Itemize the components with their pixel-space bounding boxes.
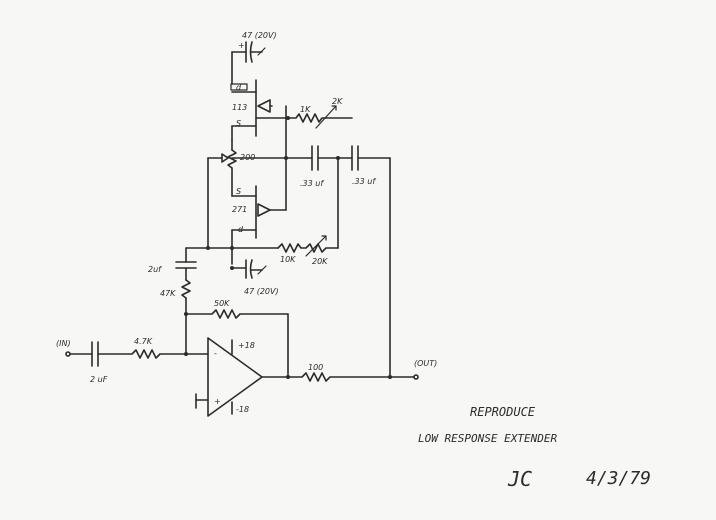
label-op-minus18: -18	[236, 405, 249, 414]
op-amp	[195, 337, 263, 417]
label-pot: 200	[240, 153, 255, 162]
label-r-20k: 20K	[312, 257, 328, 266]
label-out: (OUT)	[414, 359, 437, 368]
signature-initials: JC	[507, 467, 532, 491]
label-s-bot: S	[236, 187, 241, 196]
label-in: (IN)	[56, 339, 71, 348]
label-c-33b: .33 uf	[352, 177, 376, 186]
label-r-2k: 2K	[332, 97, 343, 106]
label-r-50k: 50K	[214, 299, 230, 308]
label-s-top: S	[236, 119, 241, 128]
label-d-bot: d	[238, 225, 244, 234]
label-r-4-7k: 4.7K	[134, 337, 153, 346]
label-c-bot: 47 (20V)	[244, 287, 279, 296]
transistor-113	[230, 79, 273, 141]
output-network	[261, 372, 419, 382]
label-plus-top: +	[238, 41, 245, 50]
label-q-bot: 271	[232, 205, 247, 214]
title-line1: REPRODUCE	[470, 405, 536, 419]
label-d-top: d	[236, 83, 242, 92]
capacitor-top	[231, 41, 266, 85]
signature-date: 4/3/79	[586, 468, 651, 489]
label-c-top: 47 (20V)	[242, 31, 277, 40]
capacitor-bottom	[230, 259, 267, 279]
resistor-1k-pot-2k	[255, 105, 353, 129]
resistor-10k-pot-20k	[185, 235, 339, 257]
label-r-10k: 10K	[280, 255, 296, 264]
capacitor-2uf-resistor-47k	[175, 247, 197, 355]
resistor-50k	[185, 309, 289, 379]
title-line2: LOW RESPONSE EXTENDER	[418, 432, 557, 445]
capacitors-033	[285, 145, 391, 379]
potentiometer-200	[207, 105, 288, 249]
label-c-2uf: 2uf	[148, 265, 162, 274]
transistor-271	[231, 183, 287, 265]
label-op-minus: -	[214, 349, 217, 358]
label-q-top: 113	[232, 103, 247, 112]
label-r-100: 100	[308, 363, 323, 372]
label-c-33a: .33 uf	[300, 179, 324, 188]
label-op-plus: +	[214, 397, 221, 406]
label-r-1k: 1K	[300, 105, 311, 114]
label-r-47k: 47K	[160, 289, 176, 298]
label-op-plus18: +18	[238, 341, 255, 350]
input-network	[65, 341, 209, 367]
label-c-in: 2 uF	[90, 375, 108, 384]
